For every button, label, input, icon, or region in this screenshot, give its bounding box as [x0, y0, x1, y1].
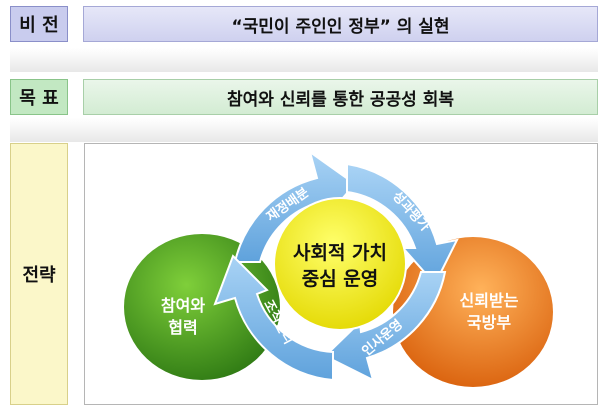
vision-label: 비 전 [10, 6, 68, 42]
goal-label: 목 표 [10, 79, 68, 115]
cycle-arrow-bottom [323, 271, 447, 382]
left-circle-text-line2: 협력 [168, 318, 197, 337]
center-yellow-circle [273, 197, 407, 331]
cycle-arrow-left [213, 254, 334, 382]
right-circle-text-line1: 신뢰받는 [460, 291, 519, 310]
vision-bar: “국민이 주인인 정부” 의 실현 [83, 6, 598, 42]
strategy-label: 전략 [10, 143, 68, 405]
separator-arrow-band [10, 48, 598, 72]
left-circle-text-line1: 참여와 [161, 296, 205, 315]
right-circle-text-line2: 국방부 [467, 313, 511, 332]
strategy-diagram: 사회적 가치 중심 운영 참여와 협력 신뢰받는 국방부 재정배분 성과평가 인… [124, 149, 553, 387]
strategy-diagram-panel: 사회적 가치 중심 운영 참여와 협력 신뢰받는 국방부 재정배분 성과평가 인… [84, 143, 598, 405]
separator-arrow-band [10, 118, 598, 142]
goal-bar: 참여와 신뢰를 통한 공공성 회복 [83, 79, 598, 115]
center-text-line1: 사회적 가치 [293, 242, 387, 264]
center-text-line2: 중심 운영 [302, 268, 379, 290]
cycle-arrow-top [233, 149, 357, 263]
cycle-arrow-right [346, 162, 459, 286]
